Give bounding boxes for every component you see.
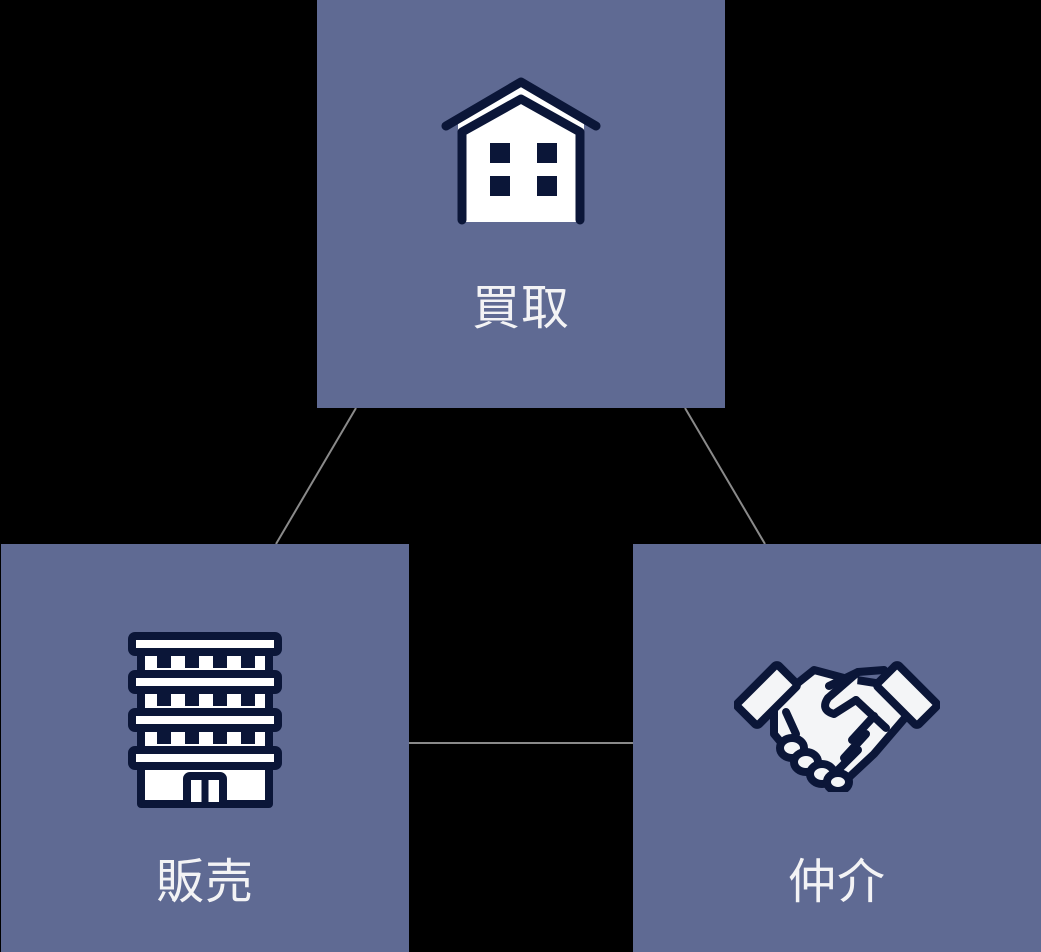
building-icon (127, 630, 283, 812)
node-brokerage: 仲介 (633, 544, 1041, 952)
node-label: 仲介 (787, 854, 886, 910)
connector-top-left (275, 407, 357, 545)
connector-top-right (684, 407, 766, 545)
node-sales: 販売 (1, 544, 409, 952)
node-label: 買取 (471, 280, 570, 336)
handshake-icon (733, 642, 941, 796)
house-icon (440, 76, 602, 230)
node-purchase: 買取 (317, 0, 725, 408)
node-label: 販売 (155, 854, 254, 910)
